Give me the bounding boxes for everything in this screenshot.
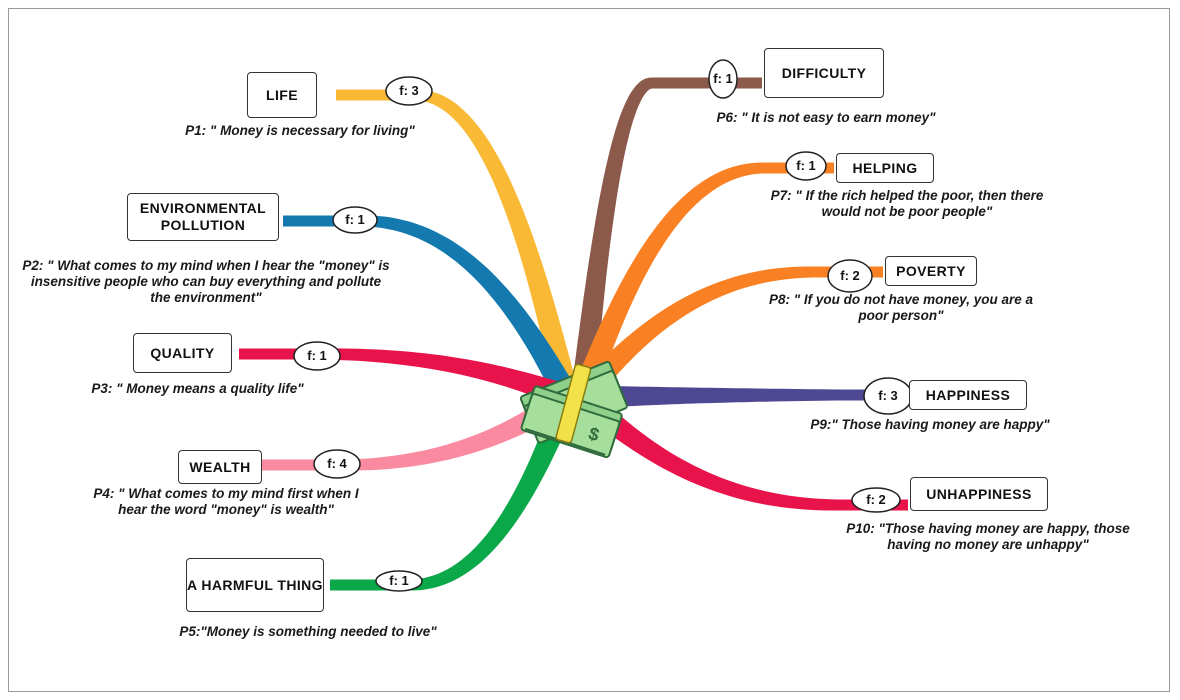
frequency-label-environmental-pollution: f: 1 [345,212,365,227]
frequency-label-happiness: f: 3 [878,388,898,403]
concept-node-unhappiness: UNHAPPINESS [910,477,1048,511]
participant-quote-life: P1: " Money is necessary for living" [185,123,415,138]
concept-node-happiness: HAPPINESS [909,380,1027,410]
participant-quote-a-harmful-thing: P5:"Money is something needed to live" [179,624,437,639]
frequency-oval-quality [293,341,341,371]
concept-node-environmental-pollution: ENVIRONMENTAL POLLUTION [127,193,279,241]
concept-node-quality: QUALITY [133,333,232,373]
frequency-oval-environmental-pollution [332,206,378,234]
frequency-label-unhappiness: f: 2 [866,492,886,507]
participant-quote-wealth: P4: " What comes to my mind first when I… [93,486,359,517]
frequency-label-wealth: f: 4 [327,456,347,471]
concept-node-life: LIFE [247,72,317,118]
frequency-label-a-harmful-thing: f: 1 [389,573,409,588]
participant-quote-poverty: P8: " If you do not have money, you are … [769,292,1033,323]
concept-node-a-harmful-thing: A HARMFUL THING [186,558,324,612]
participant-quote-unhappiness: P10: "Those having money are happy, thos… [846,521,1130,552]
participant-quote-helping: P7: " If the rich helped the poor, then … [770,188,1044,219]
participant-quote-difficulty: P6: " It is not easy to earn money" [716,110,936,125]
participant-quote-environmental-pollution: P2: " What comes to my mind when I hear … [22,258,390,305]
concept-node-difficulty: DIFFICULTY [764,48,884,98]
frequency-label-quality: f: 1 [307,348,327,363]
frequency-label-helping: f: 1 [796,158,816,173]
diagram-frame [8,8,1170,692]
branch-line-happiness [582,384,907,410]
branch-line-quality [239,348,572,410]
branch-line-poverty [573,266,883,406]
frequency-label-difficulty: f: 1 [713,71,733,86]
concept-node-poverty: POVERTY [885,256,977,286]
frequency-label-life: f: 3 [399,83,419,98]
frequency-oval-a-harmful-thing [375,570,423,592]
frequency-oval-difficulty [708,59,738,99]
participant-quote-happiness: P9:" Those having money are happy" [810,417,1050,432]
frequency-oval-wealth [313,449,361,479]
money-bundle-icon: $ $ [519,360,628,459]
frequency-ovals [293,59,913,592]
frequency-label-poverty: f: 2 [840,268,860,283]
branch-line-difficulty [570,77,762,399]
branch-line-wealth [262,386,575,471]
frequency-oval-helping [785,151,827,181]
participant-quote-quality: P3: " Money means a quality life" [91,381,304,396]
frequency-oval-unhappiness [851,487,901,513]
branch-line-unhappiness [574,387,908,511]
frequency-oval-poverty [827,259,873,293]
concept-node-wealth: WEALTH [178,450,262,484]
concept-node-helping: HELPING [836,153,934,183]
frequency-oval-life [385,76,433,106]
